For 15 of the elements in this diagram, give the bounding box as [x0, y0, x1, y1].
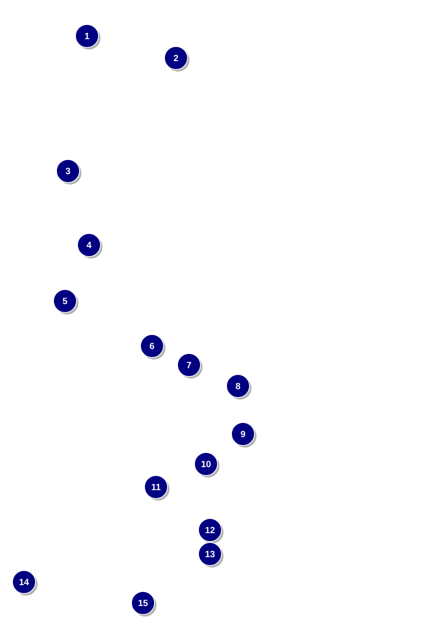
- callout-number: 6: [140, 334, 166, 360]
- callout-number: 2: [164, 46, 190, 72]
- callout-number: 7: [177, 353, 202, 378]
- callout-number: 9: [231, 422, 256, 448]
- callout-number: 11: [144, 475, 170, 500]
- callout-number: 8: [226, 374, 252, 400]
- callout-number: 5: [53, 289, 78, 314]
- callout-number: 14: [12, 570, 38, 596]
- callout-number: 15: [131, 591, 156, 616]
- callout-number: 3: [56, 159, 82, 184]
- callout-number: 12: [198, 518, 224, 544]
- callout-number: 10: [194, 452, 220, 478]
- callout-number: 13: [198, 542, 224, 568]
- callout-number: 4: [77, 233, 102, 258]
- callout-number: 1: [75, 24, 100, 50]
